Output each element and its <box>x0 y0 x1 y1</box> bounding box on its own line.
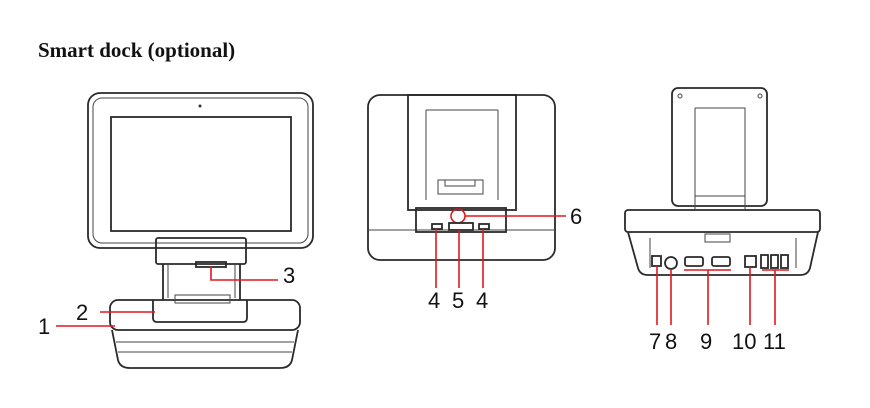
rj11-port <box>651 255 662 267</box>
callout-11: 11 <box>763 329 786 354</box>
callout-4-right: 4 <box>476 288 488 313</box>
callout-3: 3 <box>283 263 295 288</box>
connector-bar <box>415 207 507 233</box>
callout-4-left: 4 <box>428 288 440 313</box>
callout-1: 1 <box>38 314 50 339</box>
callout-9: 9 <box>700 329 712 354</box>
backplate <box>407 94 517 211</box>
page-title: Smart dock (optional) <box>38 38 236 62</box>
tablet-screen <box>110 116 292 232</box>
callout-6: 6 <box>570 204 582 229</box>
serial-port-1 <box>684 256 704 267</box>
rear-backplate <box>671 87 768 207</box>
front-view-open <box>367 94 556 261</box>
callout-10: 10 <box>732 329 756 354</box>
base-top <box>109 299 301 331</box>
usb-port-a3 <box>780 254 789 269</box>
callout-8: 8 <box>665 329 677 354</box>
rear-body <box>627 231 819 276</box>
callout-7: 7 <box>649 329 661 354</box>
front-camera-icon <box>198 104 202 108</box>
rear-top <box>624 209 821 233</box>
callout-2: 2 <box>76 300 88 325</box>
dc-in-port <box>664 256 678 270</box>
serial-port-2 <box>711 256 731 267</box>
usb-port-a2 <box>770 254 779 269</box>
rear-view-dock <box>624 87 821 276</box>
callout-line-3 <box>210 266 278 281</box>
usb-port-right <box>478 223 490 230</box>
callout-line-9 <box>684 269 731 325</box>
front-view-dock <box>87 92 314 369</box>
lan-port <box>744 255 757 268</box>
cradle <box>155 237 247 265</box>
usb-port-left <box>431 223 443 230</box>
base-body <box>111 329 299 369</box>
dock-connector <box>448 222 474 231</box>
dock-body <box>367 94 556 261</box>
tablet-frame <box>87 92 314 249</box>
pogo-pin-highlight <box>450 208 466 224</box>
callout-line-11 <box>762 269 789 325</box>
callout-5: 5 <box>452 288 464 313</box>
usb-port-a1 <box>760 254 769 269</box>
